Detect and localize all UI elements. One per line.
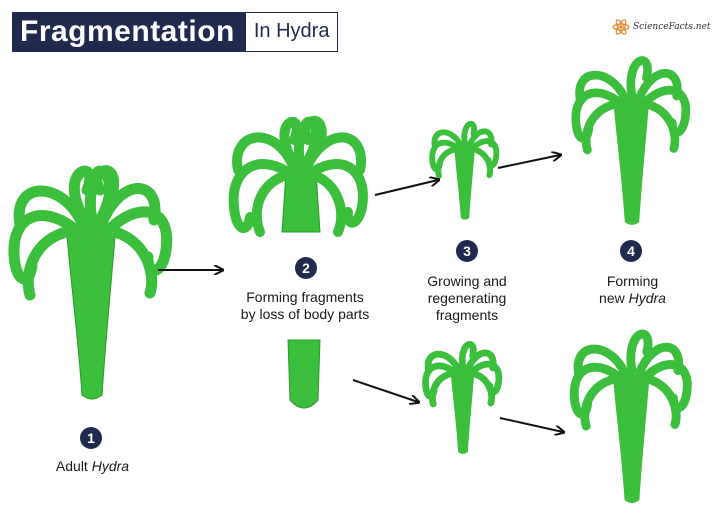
stage-2-badge: 2 (295, 257, 317, 279)
page-title: Fragmentation (12, 12, 245, 52)
stage-2-line2: by loss of body parts (240, 306, 370, 322)
stage-4-line2-italic: Hydra (628, 290, 666, 306)
arrow-3-to-4-bottom (499, 417, 563, 432)
stage-4-line1: Forming (606, 273, 659, 289)
stage-3-line3: fragments (435, 307, 499, 323)
stage-3-line1: Growing and (427, 273, 507, 289)
arrow-2-to-3-bottom (352, 379, 418, 402)
stage-2-caption: Forming fragments by loss of body parts (215, 289, 395, 323)
stage-2-line1: Forming fragments (246, 289, 364, 305)
stage-1-caption: Adult Hydra (40, 458, 145, 475)
atom-icon (612, 19, 630, 35)
hydra-new-bottom (569, 329, 692, 503)
arrow-3-to-4-top (497, 155, 560, 169)
hydra-new-top (571, 56, 691, 225)
brand-name: ScienceFacts.net (633, 22, 711, 32)
brand-logo: ScienceFacts.net (612, 18, 710, 36)
stage-4-line2: new Hydra (585, 290, 680, 307)
hydra-fragment-bottom (287, 339, 321, 409)
hydra-regenerating-bottom (422, 341, 503, 454)
stage-3-caption: Growing and regenerating fragments (412, 273, 522, 324)
hydra-fragment-top (228, 115, 368, 237)
stage-4-line2-text: new (599, 290, 625, 306)
page-subtitle: In Hydra (244, 12, 339, 52)
stage-3-badge: 3 (456, 240, 478, 262)
stage-4-caption: Forming new Hydra (585, 273, 680, 307)
stage-4-badge: 4 (620, 240, 642, 262)
stage-1-badge: 1 (80, 427, 102, 449)
hydra-regenerating-top (429, 120, 500, 220)
stage-1-label-italic: Hydra (91, 458, 130, 474)
title-block: Fragmentation In Hydra (12, 12, 339, 52)
stage-1-label: Adult (55, 458, 88, 474)
hydra-adult (8, 165, 173, 400)
arrow-2-to-3-top (374, 180, 438, 196)
stage-3-line2: regenerating (427, 290, 507, 306)
